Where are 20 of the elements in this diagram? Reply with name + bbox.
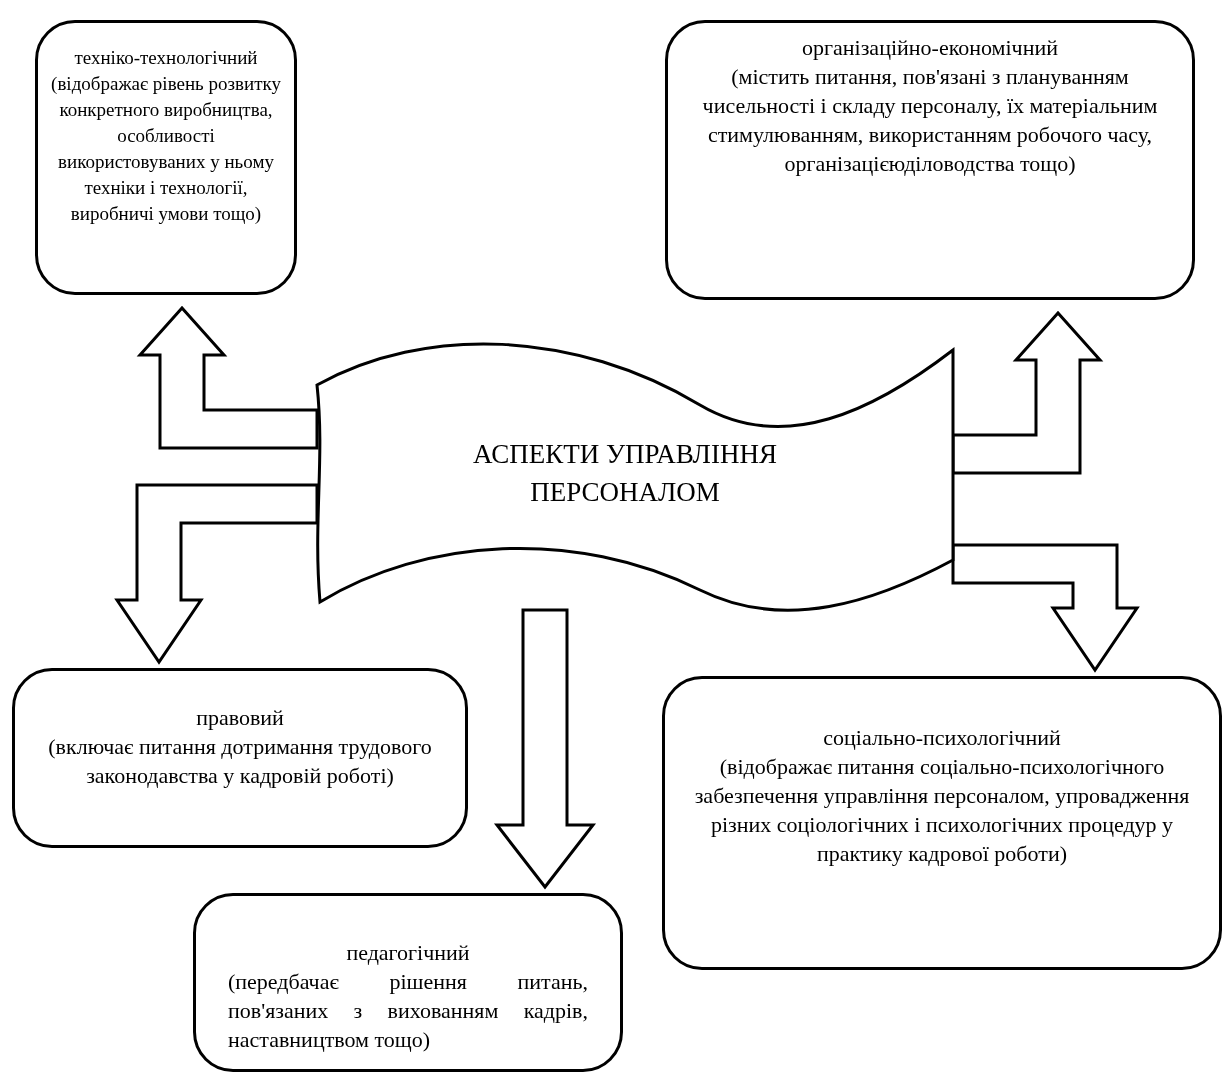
block-arrow	[136, 305, 319, 450]
rounded-box	[193, 893, 623, 1072]
aspect-description: (відображає питання соціально-психологічного забезпечення управління персоналом, упровадження різних соціологічних і психологічних процедур у практику кадрової роботи)	[693, 753, 1191, 868]
rounded-box	[35, 20, 297, 295]
aspect-title: правовий	[195, 704, 285, 732]
aspect-description: (відображає рівень розвитку конкретного виробництва, особливості використовуваних у ньому техніки і технології, виробничі умови тощо)	[50, 72, 282, 226]
aspect-description: (містить питання, пов'язані з плануванням чисельності і складу персоналу, їх матеріальним стимулюванням, використанням робочого часу, організацієюділоводства тощо)	[701, 63, 1159, 178]
block-arrow	[493, 608, 597, 890]
banner-title: АСПЕКТИ УПРАВЛІННЯ ПЕРСОНАЛОМ	[472, 437, 778, 509]
aspect-title: педагогічний	[345, 939, 471, 967]
aspect-title: соціально-психологічний	[822, 724, 1062, 752]
rounded-box	[662, 676, 1222, 970]
aspect-description: (передбачає рішення питань, пов'язаних з вихованням кадрів, наставництвом тощо)	[228, 968, 588, 1054]
aspect-title: організаційно-економічний	[801, 34, 1059, 62]
block-arrow	[114, 483, 319, 665]
block-arrow	[951, 543, 1140, 673]
rounded-box	[665, 20, 1195, 300]
rounded-box	[12, 668, 468, 848]
aspect-title: техніко-технологічний	[73, 46, 259, 70]
aspect-description: (включає питання дотримання трудового законодавства у кадровій роботі)	[47, 733, 433, 790]
